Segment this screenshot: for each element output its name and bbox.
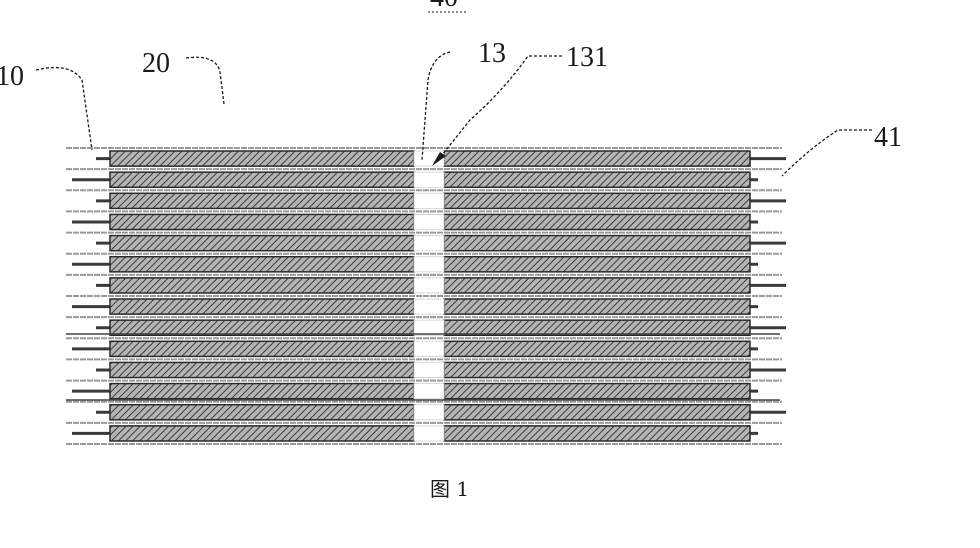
electrode-block-right <box>444 384 750 399</box>
gap-strip <box>414 278 444 293</box>
electrode-block-left <box>110 405 414 420</box>
electrode-block-left <box>110 320 414 335</box>
electrode-block-left <box>110 151 414 166</box>
gap-strip <box>414 236 444 251</box>
electrode-block-left <box>110 362 414 377</box>
gap-strip <box>414 172 444 187</box>
electrode-block-left <box>110 341 414 356</box>
electrode-stack <box>66 148 786 444</box>
gap-strip <box>414 299 444 314</box>
electrode-block-right <box>444 236 750 251</box>
leader-131 <box>438 56 562 160</box>
electrode-block-right <box>444 172 750 187</box>
electrode-block-right <box>444 257 750 272</box>
electrode-block-left <box>110 299 414 314</box>
label-20: 20 <box>142 48 170 79</box>
label-10: 10 <box>0 61 24 92</box>
electrode-block-left <box>110 193 414 208</box>
label-41: 41 <box>874 122 902 153</box>
electrode-block-right <box>444 341 750 356</box>
electrode-block-left <box>110 426 414 441</box>
electrode-block-right <box>444 405 750 420</box>
gap-strip <box>414 214 444 229</box>
leader-20 <box>186 57 224 104</box>
electrode-block-right <box>444 362 750 377</box>
figure-caption: 图 1 <box>430 477 469 501</box>
electrode-block-left <box>110 384 414 399</box>
label-131: 131 <box>566 42 608 73</box>
gap-strip <box>414 320 444 335</box>
gap-strip <box>414 405 444 420</box>
electrode-block-right <box>444 278 750 293</box>
gap-strip <box>414 384 444 399</box>
leader-41 <box>782 130 872 176</box>
electrode-block-left <box>110 236 414 251</box>
electrode-block-right <box>444 426 750 441</box>
electrode-block-right <box>444 320 750 335</box>
label-40: 40 <box>430 0 458 13</box>
gap-strip <box>414 193 444 208</box>
label-13: 13 <box>478 38 506 69</box>
electrode-block-left <box>110 214 414 229</box>
electrode-block-right <box>444 151 750 166</box>
electrode-block-left <box>110 172 414 187</box>
gap-strip <box>414 426 444 441</box>
electrode-block-right <box>444 299 750 314</box>
leader-13 <box>422 52 450 160</box>
electrode-block-left <box>110 278 414 293</box>
electrode-block-right <box>444 193 750 208</box>
gap-strip <box>414 362 444 377</box>
leader-10 <box>36 68 92 150</box>
gap-strip <box>414 341 444 356</box>
electrode-block-left <box>110 257 414 272</box>
electrode-block-right <box>444 214 750 229</box>
gap-strip <box>414 257 444 272</box>
